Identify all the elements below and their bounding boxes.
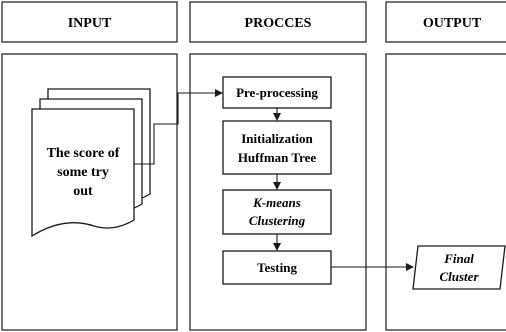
output-header-label: OUTPUT [423,16,482,31]
step-preprocessing: Pre-processing [222,76,332,109]
input-header: INPUT [1,1,178,43]
document-line-1: The score of [47,146,120,161]
step-initialization-huffman-tree: Initialization Huffman Tree [222,120,332,175]
output-final-cluster: Final Cluster [412,245,506,290]
step-kmeans-label-line-2: Clustering [249,213,306,228]
output-label-line-2: Cluster [439,269,479,284]
document-line-3: out [73,184,93,199]
step-init-label-line-1: Initialization [241,131,313,146]
document-line-2: some try [57,165,109,180]
multi-document-shape [31,88,151,238]
process-header-label: PROCCES [245,16,312,31]
step-init-label-line-2: Huffman Tree [238,150,317,165]
output-label-line-1: Final [443,251,474,266]
step-kmeans-clustering: K-means Clustering [222,189,332,235]
process-header: PROCCES [189,1,367,43]
output-header: OUTPUT [385,1,506,43]
connector-input-to-preprocessing [134,89,223,165]
input-header-label: INPUT [68,16,112,31]
document-front-sheet [31,108,135,238]
step-testing: Testing [222,250,332,285]
step-preprocessing-label: Pre-processing [236,85,318,100]
step-kmeans-label-line-1: K-means [252,195,301,210]
step-testing-label: Testing [257,260,297,275]
